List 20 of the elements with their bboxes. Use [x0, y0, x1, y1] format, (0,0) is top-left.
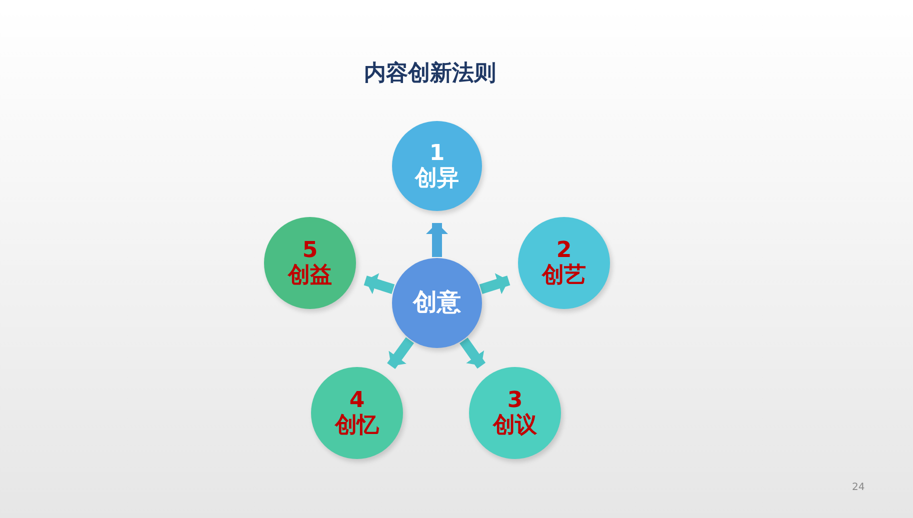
number: 2 — [556, 238, 572, 263]
circle — [311, 367, 403, 459]
number: 5 — [302, 238, 318, 263]
arrow — [364, 273, 395, 294]
arrow — [387, 337, 414, 370]
node-label: 创益 — [288, 263, 332, 288]
page-number: 24 — [852, 482, 865, 493]
arrow — [426, 223, 448, 257]
number: 1 — [429, 140, 445, 166]
title: 内容创新法则 — [363, 60, 497, 88]
number: 3 — [507, 388, 523, 413]
number: 4 — [349, 388, 365, 413]
node-label: 创忆 — [335, 413, 379, 438]
circle — [469, 367, 561, 459]
node-label: 创异 — [415, 166, 459, 192]
arrow — [460, 338, 486, 369]
node-label: 创议 — [493, 413, 537, 438]
node-label: 创意 — [413, 289, 461, 317]
arrow — [479, 273, 510, 294]
node-label: 创艺 — [542, 263, 586, 288]
